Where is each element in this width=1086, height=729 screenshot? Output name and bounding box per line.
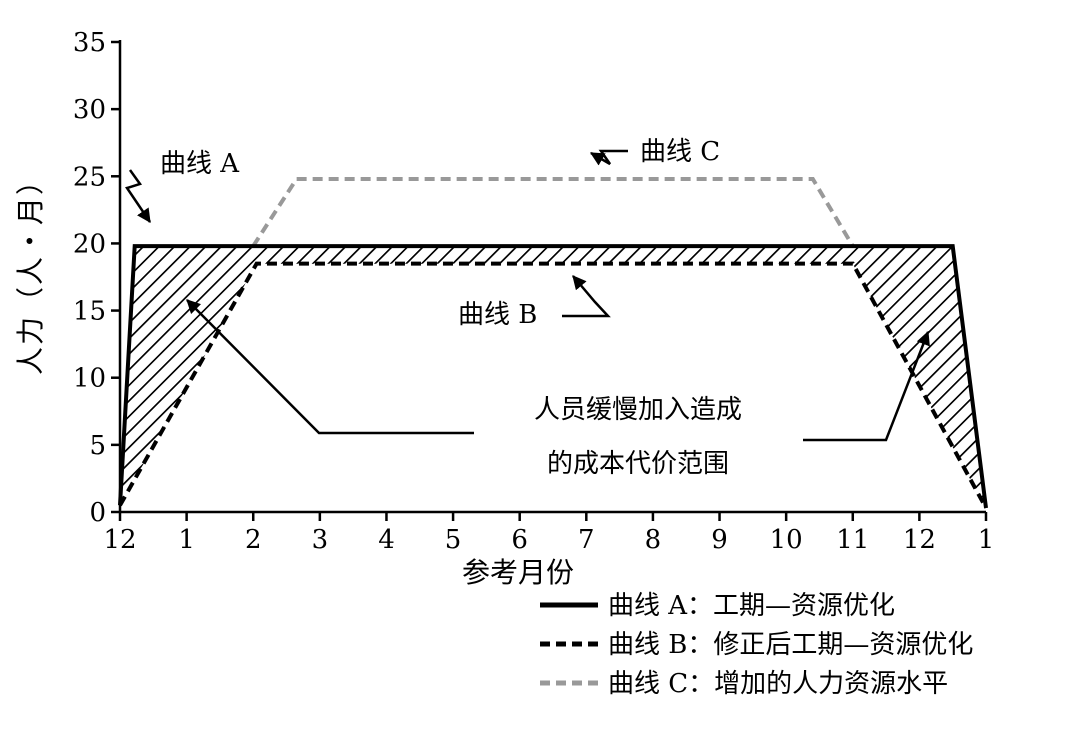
annotation-cost-line-1: 人员缓慢加入造成 (534, 395, 742, 425)
x-tick-label: 11 (836, 525, 869, 555)
shaded-region-2 (120, 246, 986, 508)
y-tick-label: 30 (73, 95, 106, 125)
x-tick-label: 10 (770, 525, 803, 555)
y-tick-label: 25 (73, 162, 106, 192)
y-tick-label: 5 (89, 431, 106, 461)
annotation-cost-range: 人员缓慢加入造成 的成本代价范围 (186, 299, 930, 479)
annotation-curve-a: 曲线 A (125, 149, 240, 223)
y-axis-title: 人力（人・月） (14, 165, 47, 375)
x-tick-label: 12 (103, 525, 136, 555)
x-tick-label: 3 (312, 525, 329, 555)
series-line-1 (118, 261, 988, 509)
annotation-curve-a-label: 曲线 A (160, 149, 240, 179)
y-ticks: 0 5 10 15 20 25 30 35 (73, 28, 120, 528)
x-tick-label: 12 (903, 525, 936, 555)
series-layer (118, 177, 988, 509)
annotation-cost-line-2: 的成本代价范围 (547, 449, 729, 479)
series-line-0 (251, 177, 855, 248)
legend-label-0: 曲线 A：工期—资源优化 (608, 591, 895, 621)
x-tick-label: 9 (711, 525, 728, 555)
annotation-cost-arrow-right (803, 330, 930, 442)
series-line-2 (118, 244, 988, 509)
annotation-cost-arrow-left (186, 299, 474, 435)
legend-label-1: 曲线 B：修正后工期—资源优化 (608, 630, 973, 660)
legend-label-2: 曲线 C：增加的人力资源水平 (608, 669, 948, 699)
y-axis: 0 5 10 15 20 25 30 35 (73, 28, 122, 528)
y-tick-label: 35 (73, 28, 106, 58)
annotation-curve-b-arrow (562, 275, 611, 318)
x-tick-label: 1 (978, 525, 995, 555)
x-tick-label: 8 (645, 525, 662, 555)
x-tick-label: 7 (578, 525, 595, 555)
x-tick-label: 6 (511, 525, 528, 555)
cost-shaded-region (120, 246, 986, 508)
x-tick-label: 4 (378, 525, 395, 555)
x-tick-label: 2 (245, 525, 262, 555)
annotation-curve-b-label: 曲线 B (458, 300, 537, 330)
y-tick-label: 0 (89, 498, 106, 528)
annotation-curve-c-arrow (589, 149, 628, 166)
annotation-curve-c: 曲线 C (589, 137, 720, 167)
y-tick-label: 10 (73, 364, 106, 394)
x-axis-title: 参考月份 (462, 556, 574, 589)
annotation-curve-a-arrow (125, 169, 152, 223)
annotation-curve-b: 曲线 B (458, 275, 611, 330)
annotation-curve-c-label: 曲线 C (640, 137, 720, 167)
x-tick-label: 1 (178, 525, 195, 555)
y-tick-label: 20 (73, 229, 106, 259)
x-tick-label: 5 (445, 525, 462, 555)
y-tick-label: 15 (73, 297, 106, 327)
